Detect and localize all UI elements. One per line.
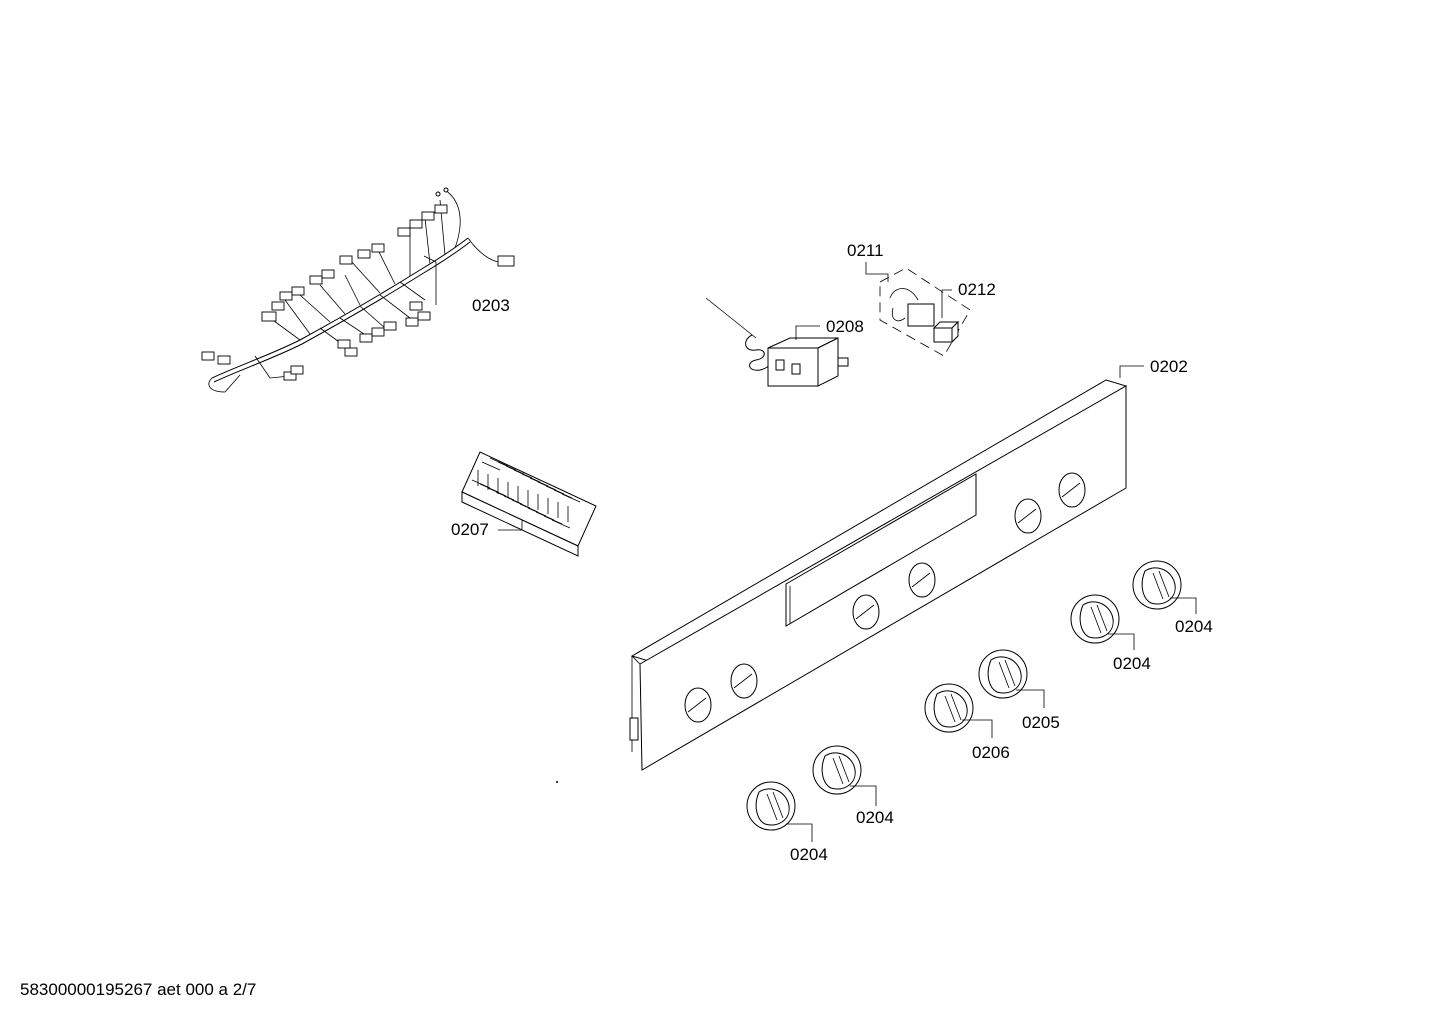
part-label-0212: 0212 (958, 280, 996, 299)
leader-0204-a (1170, 597, 1197, 614)
stray-mark (556, 781, 558, 783)
knob (1070, 594, 1120, 644)
document-id: 58300000195267 aet 000 a 2/7 (20, 980, 257, 999)
leader-0204-b (1108, 633, 1135, 650)
part-label-0203: 0203 (472, 296, 510, 315)
leader-0204-d (786, 823, 813, 842)
leader-0202 (1119, 365, 1144, 378)
part-label-0204-b: 0204 (1113, 654, 1151, 673)
knob (812, 745, 862, 795)
knob (978, 649, 1028, 699)
wiring-harness (201, 187, 515, 393)
part-label-0206: 0206 (972, 743, 1010, 762)
leader-0205 (1016, 689, 1045, 708)
control-panel (629, 379, 1128, 771)
part-label-0202: 0202 (1150, 357, 1188, 376)
part-label-0204-c: 0204 (856, 808, 894, 827)
part-label-0211: 0211 (847, 241, 884, 260)
part-label-0207: 0207 (451, 520, 489, 539)
knob (1132, 560, 1182, 610)
part-label-0205: 0205 (1022, 713, 1060, 732)
part-label-0208: 0208 (826, 317, 864, 336)
leader-0204-c (850, 785, 877, 806)
leader-0203 (423, 255, 437, 305)
leader-0208 (795, 325, 820, 340)
leader-0212 (941, 289, 952, 318)
leader-0206 (962, 719, 993, 738)
part-label-0204-a: 0204 (1175, 617, 1213, 636)
knob (924, 683, 974, 733)
thermostat (705, 297, 849, 387)
switch-assembly (879, 267, 971, 357)
leader-0207 (498, 520, 523, 531)
leader-0211 (865, 262, 889, 282)
terminal-block (461, 451, 597, 557)
knob (746, 781, 796, 831)
part-label-0204-d: 0204 (790, 845, 828, 864)
